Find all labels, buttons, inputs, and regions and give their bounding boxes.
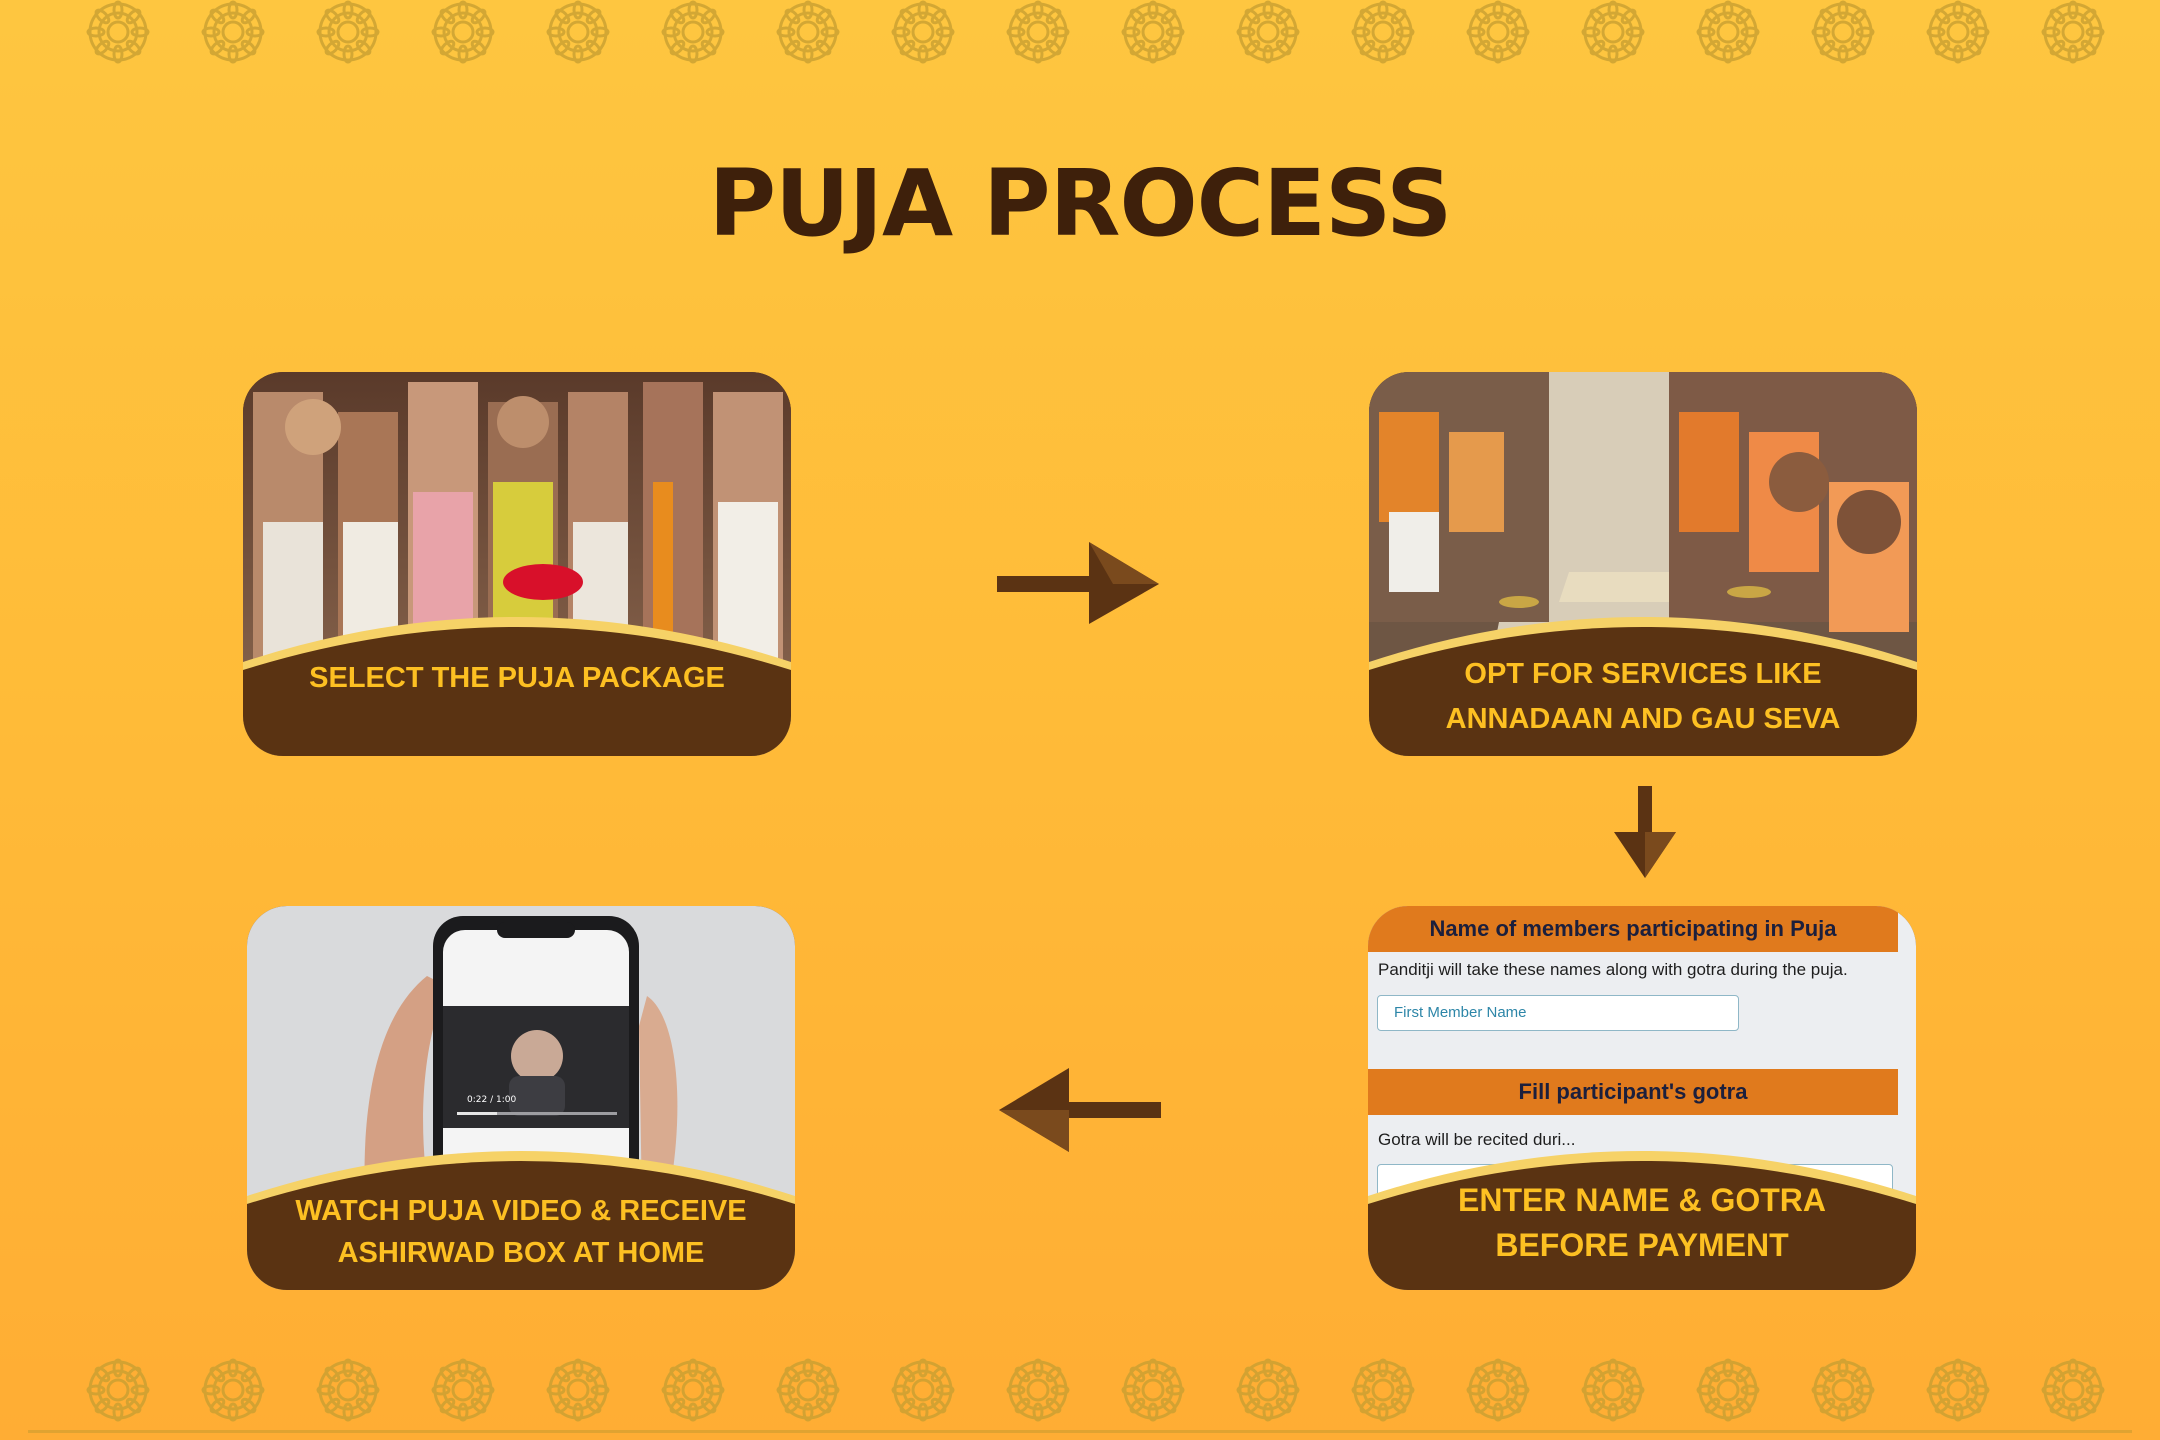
mandala-ornament	[1696, 1358, 1760, 1422]
mandala-ornament	[1121, 0, 1185, 64]
mandala-ornament	[1006, 0, 1070, 64]
gotra-description: Gotra will be recited duri...	[1378, 1130, 1576, 1149]
step-label: SELECT THE PUJA PACKAGE	[309, 662, 725, 694]
step-card-opt-services[interactable]: OPT FOR SERVICES LIKE ANNADAAN AND GAU S…	[1369, 372, 1917, 756]
mandala-ornament	[86, 0, 150, 64]
mandala-ornament	[891, 1358, 955, 1422]
step-card-select-package[interactable]: SELECT THE PUJA PACKAGE	[243, 372, 791, 756]
mandala-ornament	[546, 0, 610, 64]
mandala-ornament	[431, 0, 495, 64]
mandala-ornament	[1351, 0, 1415, 64]
members-description: Panditji will take these names along wit…	[1378, 960, 1848, 979]
mandala-ornament	[776, 0, 840, 64]
mandala-ornament	[431, 1358, 495, 1422]
mandala-ornament	[316, 1358, 380, 1422]
mandala-ornament	[1811, 0, 1875, 64]
bottom-divider	[28, 1430, 2132, 1433]
mandala-ornament	[1006, 1358, 1070, 1422]
mandala-ornament	[1926, 0, 1990, 64]
decorative-mandala-border-bottom	[86, 1358, 2105, 1422]
mandala-ornament	[1926, 1358, 1990, 1422]
card-arch-base	[243, 617, 791, 756]
gotra-heading: Fill participant's gotra	[1368, 1069, 1898, 1115]
arrow-right-icon	[997, 542, 1159, 624]
mandala-ornament	[1236, 1358, 1300, 1422]
card-arch-base	[247, 1151, 795, 1290]
card-arch-base	[1368, 1151, 1916, 1290]
mandala-ornament	[316, 0, 380, 64]
mandala-ornament	[661, 0, 725, 64]
members-heading: Name of members participating in Puja	[1368, 906, 1898, 952]
mandala-ornament	[86, 1358, 150, 1422]
mandala-ornament	[661, 1358, 725, 1422]
mandala-ornament	[1351, 1358, 1415, 1422]
first-member-input: First Member Name	[1377, 995, 1739, 1031]
mandala-ornament	[201, 0, 265, 64]
step-label: ENTER NAME & GOTRA BEFORE PAYMENT	[1458, 1182, 1826, 1263]
step-card-enter-name-gotra[interactable]: Name of members participating in Puja Pa…	[1368, 906, 1916, 1290]
mandala-ornament	[2041, 1358, 2105, 1422]
mandala-ornament	[1121, 1358, 1185, 1422]
mandala-ornament	[546, 1358, 610, 1422]
mandala-ornament	[2041, 0, 2105, 64]
mandala-ornament	[1811, 1358, 1875, 1422]
mandala-ornament	[891, 0, 955, 64]
mandala-ornament	[201, 1358, 265, 1422]
mandala-ornament	[1581, 1358, 1645, 1422]
mandala-ornament	[1466, 0, 1530, 64]
step-label: WATCH PUJA VIDEO & RECEIVE ASHIRWAD BOX …	[295, 1195, 747, 1270]
mandala-ornament	[1466, 1358, 1530, 1422]
page-title: PUJA PROCESS	[708, 150, 1453, 257]
card-arch-base	[1369, 617, 1917, 756]
svg-text:0:22 / 1:00: 0:22 / 1:00	[467, 1095, 516, 1105]
arrow-down-icon	[1614, 786, 1676, 878]
mandala-ornament	[1236, 0, 1300, 64]
mandala-ornament	[776, 1358, 840, 1422]
mandala-ornament	[1581, 0, 1645, 64]
step-card-watch-video[interactable]: 0:22 / 1:00 WATCH PUJA VIDEO & RECEIVE A…	[247, 906, 795, 1290]
step-label: OPT FOR SERVICES LIKE ANNADAAN AND GAU S…	[1445, 658, 1841, 735]
decorative-mandala-border-top	[86, 0, 2105, 64]
arrow-left-icon	[999, 1068, 1161, 1152]
mandala-ornament	[1696, 0, 1760, 64]
